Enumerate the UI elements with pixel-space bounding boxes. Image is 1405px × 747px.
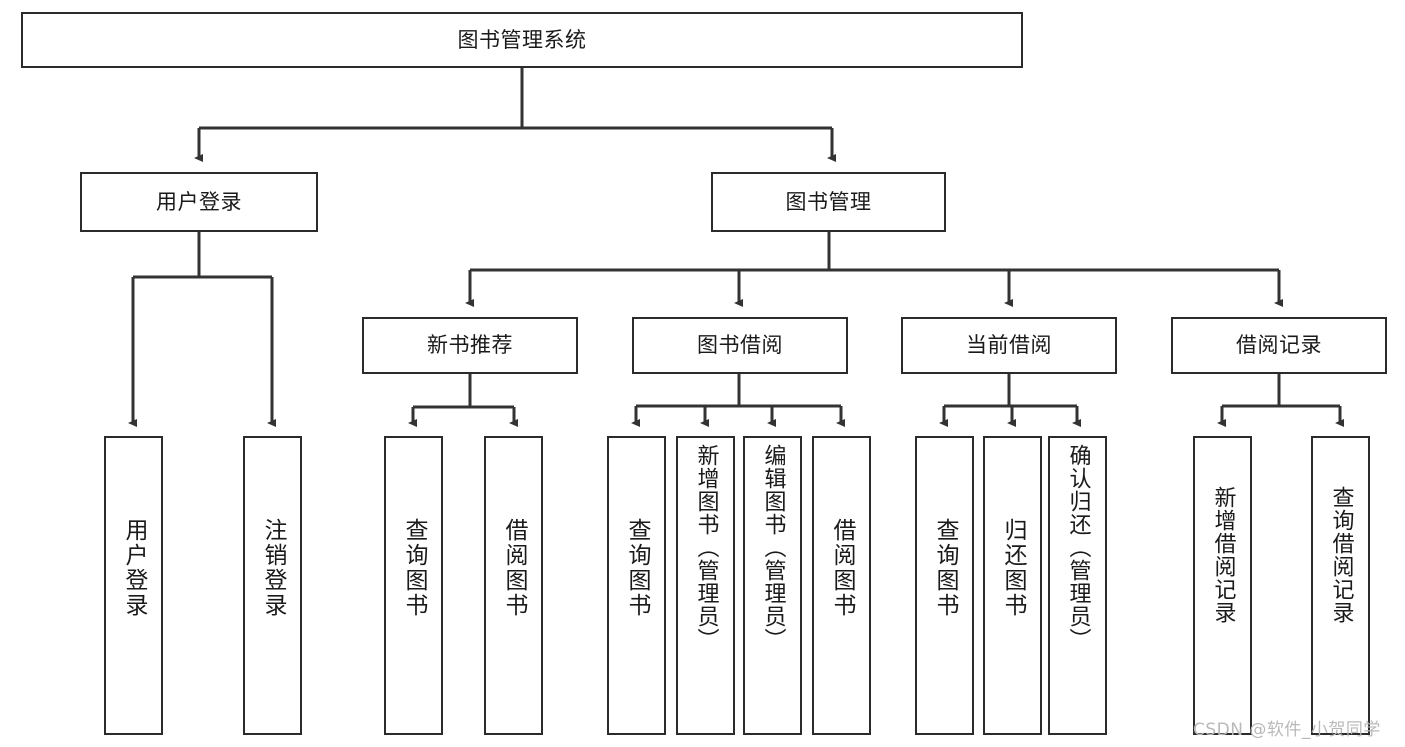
node-leaf-logout-label: 注销登录 — [260, 518, 286, 618]
node-leaf-query-book-1[interactable]: 查询图书 — [384, 436, 443, 735]
node-new-book-rec[interactable]: 新书推荐 — [362, 317, 578, 374]
node-leaf-borrow-book-1-label: 借阅图书 — [501, 518, 527, 618]
node-leaf-borrow-book-2[interactable]: 借阅图书 — [812, 436, 871, 735]
node-book-manage-label: 图书管理 — [785, 189, 872, 214]
node-leaf-add-book[interactable]: 新增图书（管理员） — [676, 436, 735, 735]
node-book-manage[interactable]: 图书管理 — [711, 172, 946, 232]
node-leaf-query-book-3[interactable]: 查询图书 — [915, 436, 974, 735]
node-leaf-query-record-label: 查询借阅记录 — [1328, 486, 1354, 624]
node-current-borrow[interactable]: 当前借阅 — [901, 317, 1117, 374]
node-leaf-logout[interactable]: 注销登录 — [243, 436, 302, 735]
node-leaf-query-book-2[interactable]: 查询图书 — [607, 436, 666, 735]
node-root-label: 图书管理系统 — [457, 27, 587, 52]
node-leaf-add-record[interactable]: 新增借阅记录 — [1193, 436, 1252, 735]
node-leaf-borrow-book-2-label: 借阅图书 — [829, 518, 855, 618]
node-leaf-confirm-return-label: 确认归还（管理员） — [1065, 444, 1091, 651]
node-user-login-label: 用户登录 — [156, 189, 242, 214]
csdn-watermark: CSDN @软件_小贺同学 — [1193, 720, 1381, 740]
node-leaf-borrow-book-1[interactable]: 借阅图书 — [484, 436, 543, 735]
node-user-login[interactable]: 用户登录 — [80, 172, 318, 232]
node-leaf-confirm-return[interactable]: 确认归还（管理员） — [1048, 436, 1107, 735]
node-leaf-query-book-1-label: 查询图书 — [401, 518, 427, 618]
node-leaf-add-book-label: 新增图书（管理员） — [693, 444, 719, 651]
node-leaf-return-book[interactable]: 归还图书 — [983, 436, 1042, 735]
node-borrow-record-label: 借阅记录 — [1236, 333, 1322, 358]
node-borrow-record[interactable]: 借阅记录 — [1171, 317, 1387, 374]
node-leaf-edit-book[interactable]: 编辑图书（管理员） — [743, 436, 802, 735]
node-current-borrow-label: 当前借阅 — [966, 333, 1052, 358]
node-leaf-query-book-3-label: 查询图书 — [932, 518, 958, 618]
node-book-borrow-label: 图书借阅 — [697, 333, 783, 358]
node-book-borrow[interactable]: 图书借阅 — [632, 317, 848, 374]
node-leaf-query-book-2-label: 查询图书 — [624, 518, 650, 618]
node-root[interactable]: 图书管理系统 — [21, 12, 1023, 68]
node-leaf-add-record-label: 新增借阅记录 — [1210, 486, 1236, 624]
node-leaf-user-login-label: 用户登录 — [121, 518, 147, 618]
node-leaf-return-book-label: 归还图书 — [1000, 518, 1026, 618]
node-new-book-rec-label: 新书推荐 — [427, 333, 513, 358]
node-leaf-edit-book-label: 编辑图书（管理员） — [760, 444, 786, 651]
node-leaf-user-login[interactable]: 用户登录 — [104, 436, 163, 735]
node-leaf-query-record[interactable]: 查询借阅记录 — [1311, 436, 1370, 735]
